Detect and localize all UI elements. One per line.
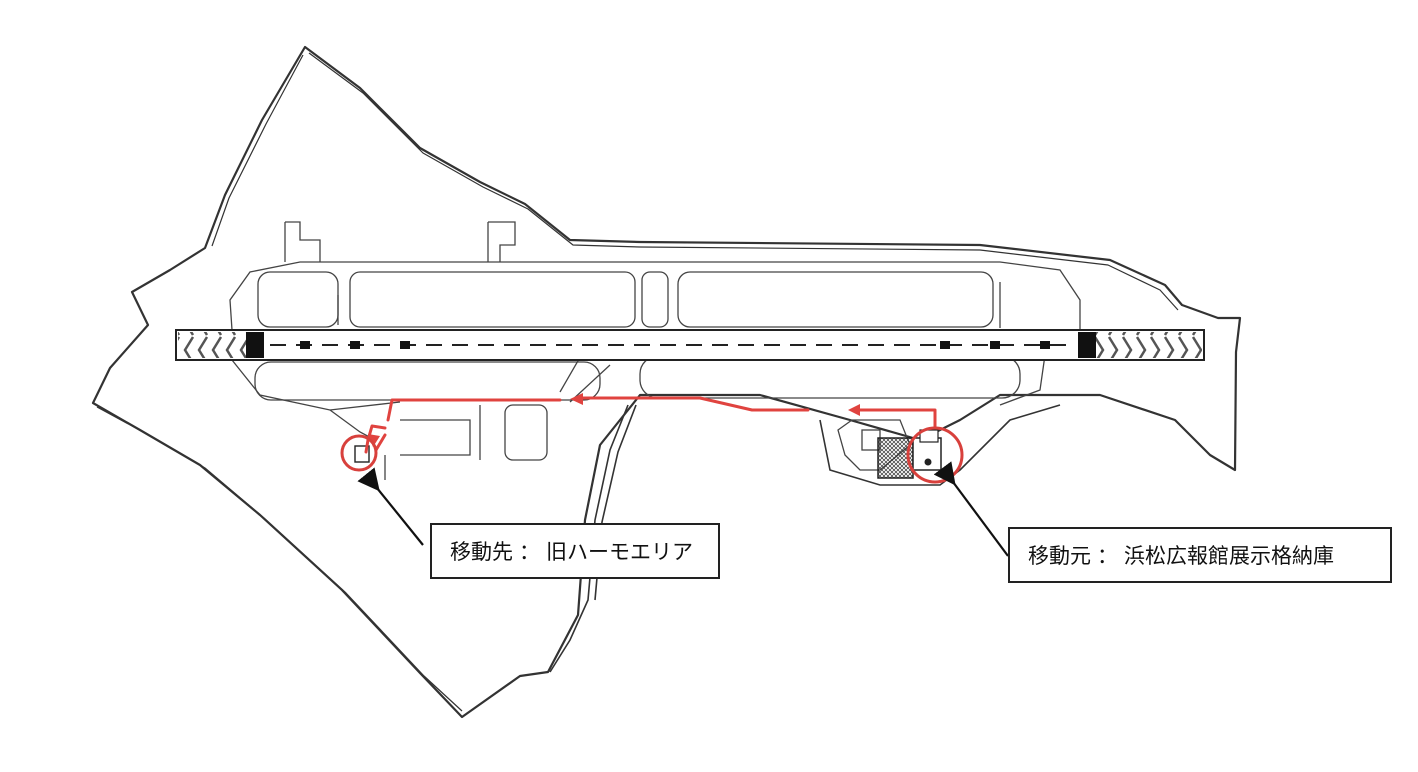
- origin-callout-place: 浜松広報館展示格納庫: [1124, 544, 1334, 568]
- base-perimeter: [91, 45, 1242, 719]
- movement-route: [364, 396, 937, 454]
- route-arrow-1: [848, 404, 860, 416]
- destination-callout-prefix: 移動先: [450, 540, 513, 564]
- origin-callout-separator: ：: [1097, 544, 1118, 568]
- route-arrowheads: [368, 393, 860, 447]
- route-arrow-2: [570, 393, 583, 405]
- destination-callout-separator: ：: [519, 540, 540, 564]
- destination-leader-arrow: [357, 467, 424, 546]
- origin-leader-arrow: [933, 461, 1009, 557]
- destination-callout-place: 旧ハーモエリア: [546, 540, 693, 564]
- origin-callout-prefix: 移動元: [1028, 544, 1091, 568]
- destination-callout: 移動先：旧ハーモエリア: [430, 523, 720, 579]
- route-arrow-3: [368, 434, 380, 447]
- runway: [175, 329, 1205, 361]
- origin-callout: 移動元：浜松広報館展示格納庫: [1008, 527, 1392, 583]
